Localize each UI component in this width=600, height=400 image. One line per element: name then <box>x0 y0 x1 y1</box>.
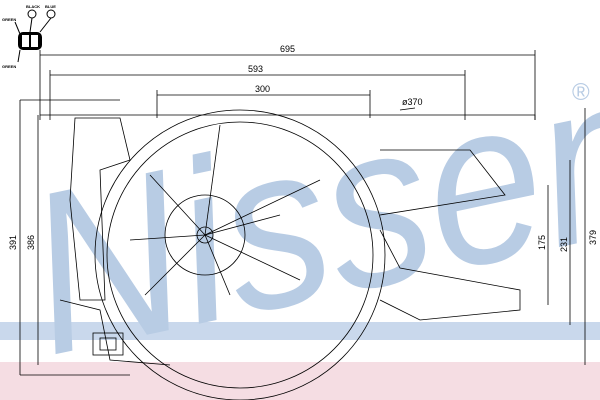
dim-695: 695 <box>280 44 295 54</box>
blue-band <box>0 322 600 340</box>
pin-left-top-label: GREEN <box>2 17 16 22</box>
dim-391: 391 <box>8 235 18 250</box>
pin-blue-label: BLUE <box>45 4 56 9</box>
dim-379: 379 <box>588 230 598 245</box>
pink-band <box>0 362 600 400</box>
dim-231: 231 <box>559 237 569 252</box>
dimension-lines <box>19 50 586 400</box>
dim-175: 175 <box>537 235 547 250</box>
dim-593: 593 <box>248 64 263 74</box>
pin-black-label: BLACK <box>26 4 40 9</box>
pin-left-bottom-label: GREEN <box>2 64 16 69</box>
registered-mark: ® <box>572 79 590 106</box>
dim-diameter: ø370 <box>402 97 423 107</box>
connector-icon <box>14 9 56 63</box>
dim-300: 300 <box>255 84 270 94</box>
dim-386: 386 <box>26 235 36 250</box>
